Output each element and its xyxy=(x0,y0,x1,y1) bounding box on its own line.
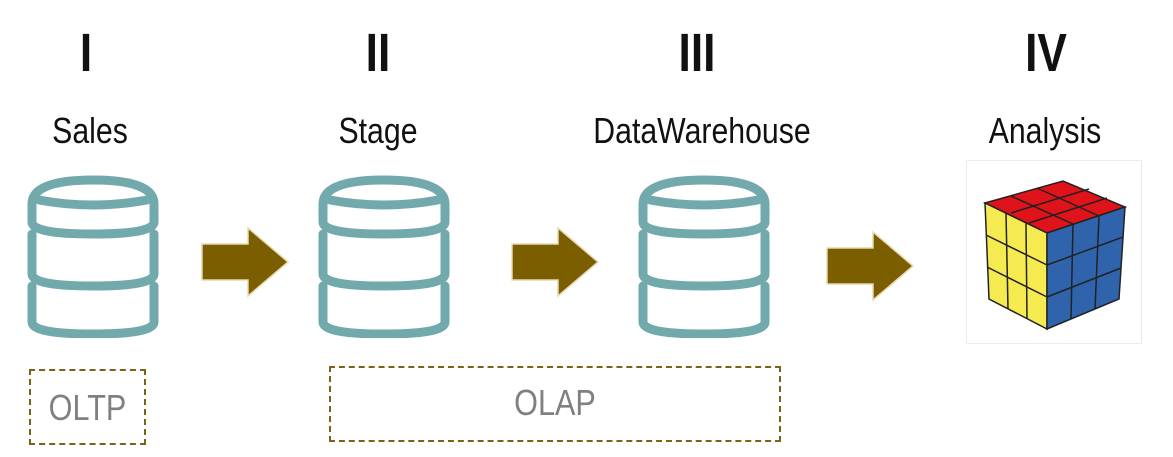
stage-label-sales: Sales xyxy=(52,110,128,151)
olap-cube-icon xyxy=(982,180,1128,331)
stage-numeral-4: IV xyxy=(1025,23,1067,83)
oltp-group-label: OLTP xyxy=(48,387,127,428)
sales-database-icon xyxy=(27,175,159,338)
stage-label-stage: Stage xyxy=(338,110,418,151)
arrow-right-icon xyxy=(826,230,915,302)
stage-database-icon xyxy=(318,175,450,338)
stage-numeral-2: II xyxy=(365,23,391,83)
stage-numeral-1: I xyxy=(79,23,93,83)
olap-cube-image xyxy=(966,160,1142,344)
olap-group-box xyxy=(329,366,781,442)
arrow-right-icon xyxy=(511,226,600,298)
arrow-right-icon xyxy=(201,226,290,298)
stage-numeral-3: III xyxy=(678,23,716,83)
stage-label-datawarehouse: DataWarehouse xyxy=(593,110,811,151)
stage-label-analysis: Analysis xyxy=(988,110,1102,151)
datawarehouse-database-icon xyxy=(638,175,770,338)
olap-group-label: OLAP xyxy=(514,382,596,423)
oltp-group-box xyxy=(29,369,146,445)
